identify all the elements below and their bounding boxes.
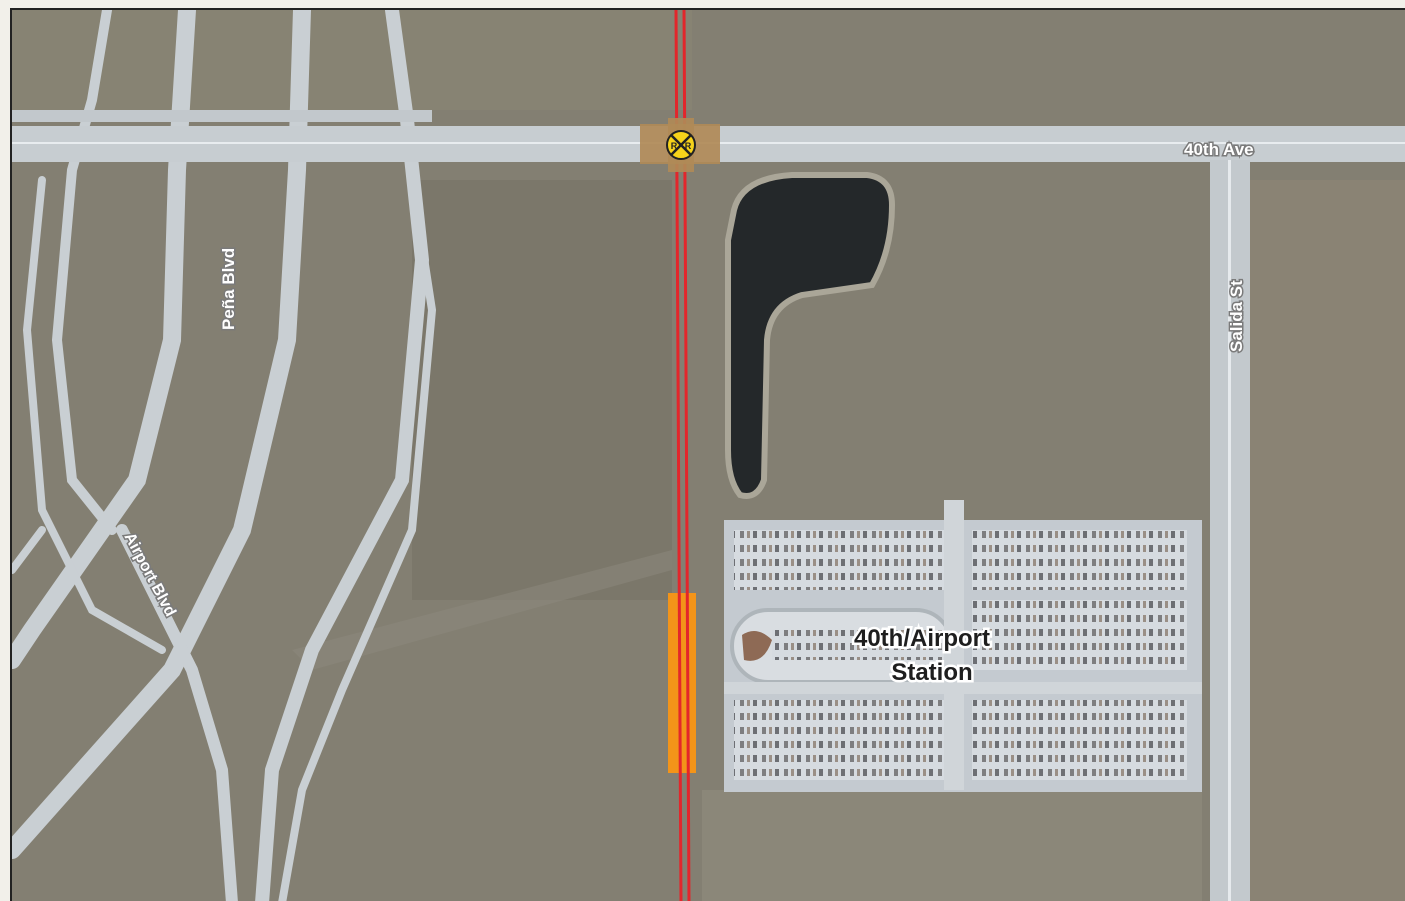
railroad-crossing: R R	[640, 118, 720, 172]
station-platform	[668, 593, 696, 773]
crossing-letter-right: R	[685, 141, 692, 151]
label-pena-blvd: Peña Blvd	[219, 248, 238, 330]
station-label-line1: 40th/Airport	[854, 625, 990, 652]
parking-area	[724, 500, 1202, 792]
station-label-line2: Station	[891, 659, 972, 686]
label-40th-ave: 40th Ave	[1184, 140, 1254, 159]
aerial-map: R R 40th Ave Peña Blvd Salida St Airport…	[10, 8, 1405, 901]
highway-interchange	[12, 10, 437, 901]
label-salida-st: Salida St	[1227, 280, 1246, 352]
map-canvas: R R 40th Ave Peña Blvd Salida St Airport…	[12, 10, 1405, 901]
railroad-crossing-icon: R R	[666, 130, 696, 160]
crossing-letter-left: R	[671, 141, 678, 151]
retention-pond	[725, 172, 896, 499]
